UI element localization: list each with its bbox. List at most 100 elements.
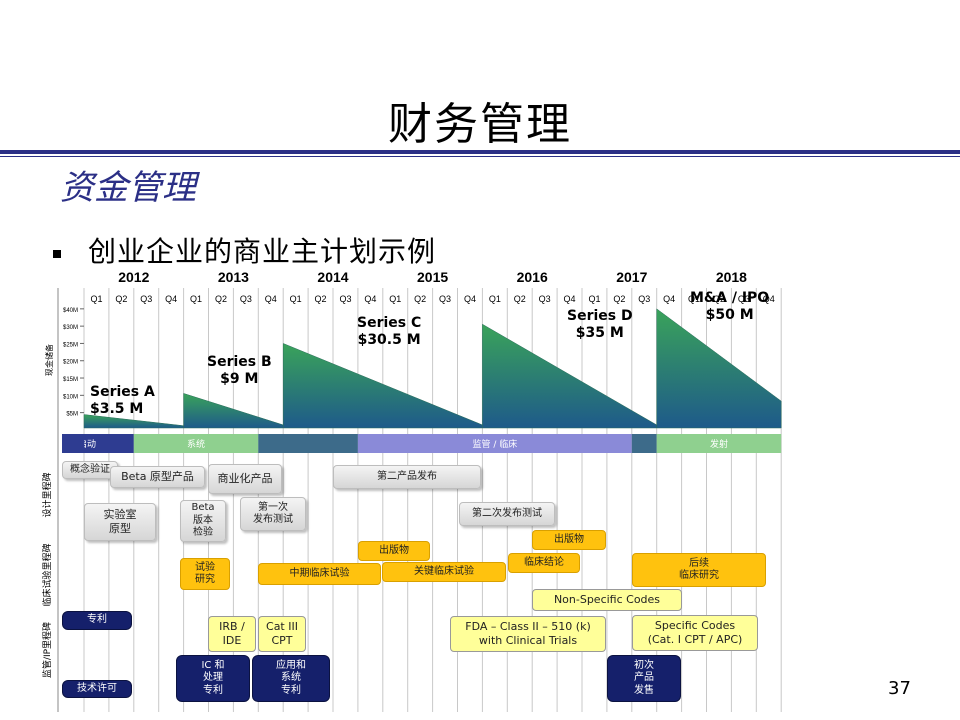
fda-box: FDA – Class II – 510 (k) with Clinical T… bbox=[450, 616, 606, 652]
mid-clinical-box: 中期临床试验 bbox=[258, 563, 381, 585]
phase-bar: 启动系统监管 / 临床发射 bbox=[62, 434, 782, 453]
y-tick-label: $20M bbox=[63, 360, 78, 366]
ipo-amount: $50 M bbox=[705, 306, 754, 323]
quarter-label: Q1 bbox=[489, 294, 501, 304]
year-label: 2014 bbox=[317, 269, 348, 285]
phase-segment bbox=[62, 434, 84, 453]
quarter-label: Q2 bbox=[514, 294, 526, 304]
funding-area bbox=[656, 308, 782, 429]
phase-segment bbox=[133, 434, 259, 453]
slide-title: 财务管理 bbox=[388, 99, 572, 150]
slide-subtitle: 资金管理 bbox=[60, 168, 196, 208]
y-tick-label: $25M bbox=[63, 342, 78, 348]
quarter-label: Q2 bbox=[215, 294, 227, 304]
series-d-round: Series D bbox=[567, 308, 633, 324]
patent-box: 专利 bbox=[62, 611, 132, 630]
app-patent-box: 应用和 系统 专利 bbox=[252, 655, 330, 702]
phase-segment bbox=[84, 434, 134, 453]
y-tick-label: $15M bbox=[63, 377, 78, 383]
quarter-label: Q4 bbox=[663, 294, 675, 304]
concept-box: 概念验证 bbox=[62, 461, 118, 479]
quarter-label: Q3 bbox=[140, 294, 152, 304]
quarter-label: Q4 bbox=[265, 294, 277, 304]
quarter-labels: Q1 Q2 Q3 Q4 Q1 Q2 Q3 Q4 Q1 Q2 Q3 Q4 Q1 Q2 Q3 Q4 Q1 Q2 Q3 Q4… bbox=[90, 294, 774, 304]
quarter-label: Q3 bbox=[539, 294, 551, 304]
year-label: 2012 bbox=[118, 269, 149, 285]
y-tick-label: $40M bbox=[63, 308, 78, 314]
series-a-label: Series A $3.5 M bbox=[90, 384, 155, 418]
quarter-label: Q2 bbox=[115, 294, 127, 304]
lab-prototype-box: 实验室 原型 bbox=[84, 503, 156, 541]
initial-product-box: 初次 产品 发售 bbox=[607, 655, 681, 702]
title-rule-thin bbox=[0, 156, 960, 157]
ipo-label: M&A / IPO $50 M bbox=[690, 290, 769, 324]
quarter-label: Q4 bbox=[165, 294, 177, 304]
quarter-label: Q1 bbox=[90, 294, 102, 304]
quarter-label: Q1 bbox=[290, 294, 302, 304]
series-c-label: Series C $30.5 M bbox=[357, 315, 421, 349]
series-c-amount: $30.5 M bbox=[357, 331, 421, 348]
beta-check-box: Beta 版本 检验 bbox=[180, 500, 226, 542]
quarter-label: Q1 bbox=[688, 294, 700, 304]
year-label: 2015 bbox=[417, 269, 448, 285]
series-a-round: Series A bbox=[90, 384, 155, 400]
cat-iii-cpt-box: Cat III CPT bbox=[258, 616, 306, 652]
quarter-label: Q1 bbox=[389, 294, 401, 304]
irb-ide-box: IRB / IDE bbox=[208, 616, 256, 652]
phase-segment bbox=[357, 434, 632, 453]
quarter-label: Q3 bbox=[339, 294, 351, 304]
quarter-label: Q3 bbox=[738, 294, 750, 304]
publication-box-2: 出版物 bbox=[532, 530, 606, 550]
year-label: 2013 bbox=[218, 269, 249, 285]
quarter-label: Q4 bbox=[364, 294, 376, 304]
row-label: 设计里程碑 bbox=[41, 472, 53, 517]
followup-clinical-box: 后续 临床研究 bbox=[632, 553, 766, 587]
title-rule bbox=[0, 150, 960, 154]
y-tick-label: $30M bbox=[63, 325, 78, 331]
quarter-label: Q3 bbox=[638, 294, 650, 304]
tech-license-box: 技术许可 bbox=[62, 680, 132, 698]
series-b-label: Series B $9 M bbox=[207, 354, 272, 388]
quarter-label: Q2 bbox=[713, 294, 725, 304]
phase-label: 监管 / 临床 bbox=[472, 438, 517, 450]
phase-segment bbox=[656, 434, 782, 453]
phase-segment bbox=[631, 434, 657, 453]
non-specific-codes-box: Non-Specific Codes bbox=[532, 589, 682, 611]
beta-product-box: Beta 原型产品 bbox=[110, 466, 205, 488]
bullet-marker bbox=[53, 250, 61, 258]
ic-patent-box: IC 和 处理 专利 bbox=[176, 655, 250, 702]
quarter-label: Q2 bbox=[315, 294, 327, 304]
quarter-label: Q1 bbox=[190, 294, 202, 304]
quarter-label: Q4 bbox=[564, 294, 576, 304]
series-d-label: Series D $35 M bbox=[567, 308, 633, 342]
year-labels: 2012 2013 2014 2015 2016 2017 2018 bbox=[118, 269, 747, 285]
key-clinical-box: 关键临床试验 bbox=[382, 562, 506, 582]
specific-codes-box: Specific Codes (Cat. I CPT / APC) bbox=[632, 615, 758, 651]
row-label: 临床试验里程碑 bbox=[41, 543, 53, 606]
quarter-label: Q2 bbox=[613, 294, 625, 304]
phase-label: 发射 bbox=[710, 438, 728, 450]
y-axis-label: 现金储备 bbox=[44, 344, 54, 376]
quarter-label: Q4 bbox=[464, 294, 476, 304]
year-label: 2018 bbox=[716, 269, 747, 285]
quarter-label: Q3 bbox=[439, 294, 451, 304]
trial-study-box: 试验 研究 bbox=[180, 558, 230, 590]
series-b-round: Series B bbox=[207, 354, 272, 370]
phase-segment bbox=[258, 434, 358, 453]
publication-box-1: 出版物 bbox=[358, 541, 430, 561]
year-label: 2016 bbox=[517, 269, 548, 285]
phase-label: 系统 bbox=[187, 438, 205, 450]
series-b-amount: $9 M bbox=[220, 370, 259, 387]
row-label: 监管/IP里程碑 bbox=[41, 622, 53, 678]
first-release-test-box: 第一次 发布测试 bbox=[240, 497, 306, 531]
series-a-amount: $3.5 M bbox=[90, 400, 144, 417]
year-label: 2017 bbox=[616, 269, 647, 285]
funding-areas bbox=[83, 308, 782, 429]
quarter-label: Q3 bbox=[240, 294, 252, 304]
quarter-label: Q4 bbox=[763, 294, 775, 304]
y-tick-label: $10M bbox=[63, 394, 78, 400]
second-release-test-box: 第二次发布测试 bbox=[459, 502, 555, 526]
commercial-box: 商业化产品 bbox=[208, 464, 282, 494]
